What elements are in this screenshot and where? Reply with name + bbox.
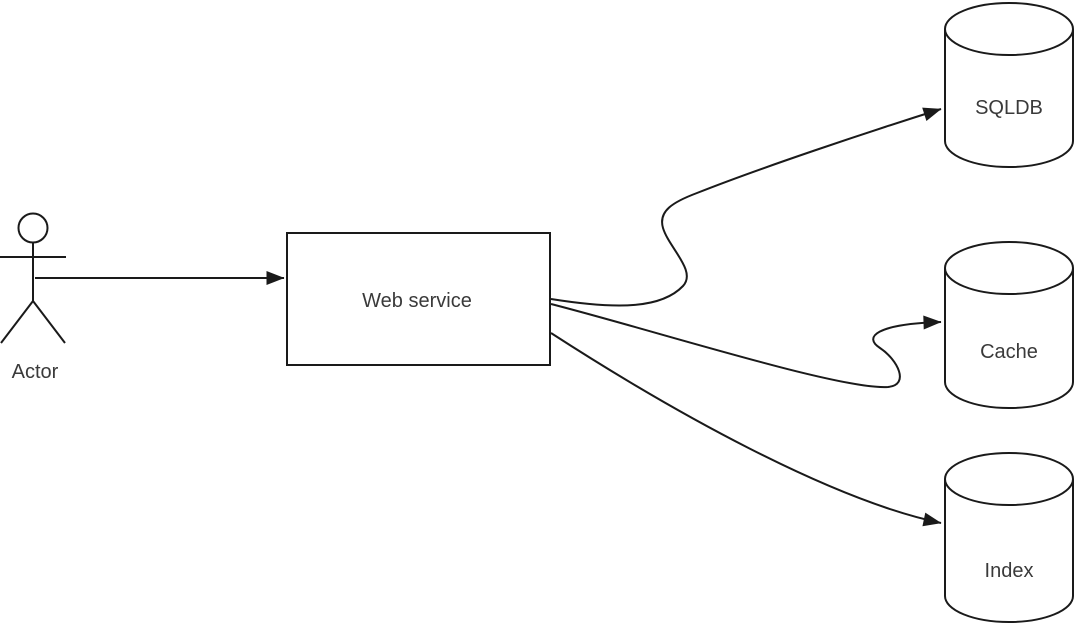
- index-node: Index: [944, 452, 1074, 623]
- web-service-label: Web service: [362, 290, 472, 312]
- sqldb-node: SQLDB: [944, 2, 1074, 168]
- sqldb-label: SQLDB: [975, 97, 1043, 119]
- index-label: Index: [985, 560, 1034, 582]
- cache-node: Cache: [944, 241, 1074, 409]
- edge-web-service-to-index-line: [550, 332, 942, 527]
- edge-web-service-to-cache: [550, 303, 942, 389]
- index-cylinder-body: [944, 479, 1074, 623]
- index-cylinder-top: [944, 452, 1074, 506]
- actor-node: Actor: [0, 212, 66, 383]
- cache-cylinder-top: [944, 241, 1074, 295]
- actor-head: [17, 212, 49, 244]
- cache-cylinder-body: [944, 268, 1074, 409]
- cache-label: Cache: [980, 341, 1038, 363]
- edge-web-service-to-cache-line: [550, 303, 942, 389]
- web-service-node: Web service: [286, 232, 551, 366]
- sqldb-cylinder-body: [944, 29, 1074, 168]
- actor-label: Actor: [12, 361, 59, 383]
- sqldb-cylinder-top: [944, 2, 1074, 56]
- actor-figure: [0, 242, 66, 344]
- web-service-box: [286, 232, 551, 366]
- edge-web-service-to-index: [550, 332, 942, 527]
- edge-web-service-to-sqldb: [550, 107, 942, 307]
- edge-web-service-to-sqldb-line: [550, 107, 942, 307]
